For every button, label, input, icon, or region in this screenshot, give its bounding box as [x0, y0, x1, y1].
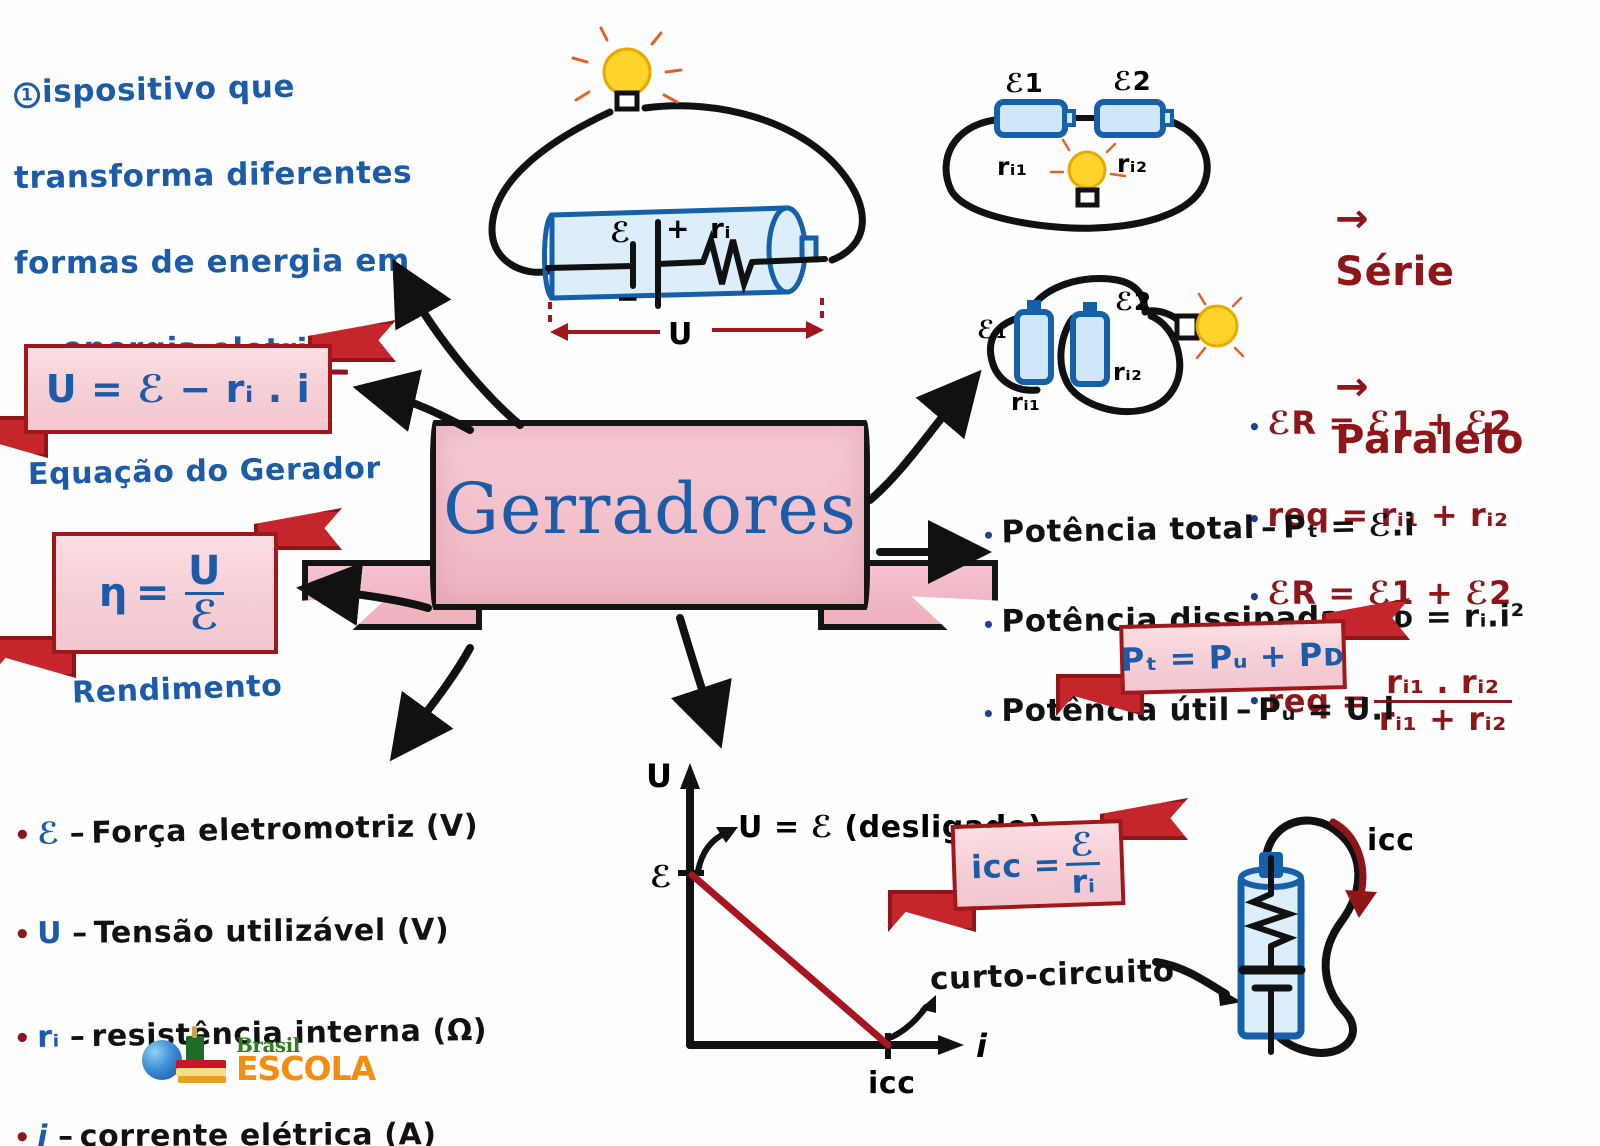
- parallel-emf1-label: ℰ₁: [977, 315, 1007, 344]
- series-emf1-label: ℰ1: [1005, 69, 1043, 99]
- arrow-to-shorted-battery: [1152, 958, 1242, 1006]
- logo-brand-top: Brasil: [236, 1033, 300, 1057]
- efficiency-ribbon: η = U ℰ: [0, 508, 342, 678]
- icc-fraction: ℰ rᵢ: [1065, 825, 1102, 900]
- chart-series-line: [688, 871, 892, 1049]
- short-circuit-wire: [1263, 816, 1363, 1057]
- internal-resistance-label: rᵢ: [710, 212, 731, 245]
- series-emf-equation: •ℰR = ℰ1 + ℰ2: [1248, 403, 1512, 442]
- efficiency-fraction: U ℰ: [183, 550, 226, 637]
- x-axis-arrowhead: [938, 1035, 964, 1055]
- internal-schematic: [1238, 855, 1306, 1055]
- shorted-battery-diagram: icc: [1237, 816, 1415, 1057]
- series-text-block: → Série •ℰR = ℰ1 + ℰ2 •req = rᵢ₁ + rᵢ₂: [1248, 98, 1512, 579]
- legend-item: • U – Tensão utilizável (V): [13, 912, 450, 952]
- series-r2-label: rᵢ₂: [1117, 149, 1148, 178]
- chart-ylabel: U: [646, 757, 673, 795]
- logo-brand-bottom: ESCOLA: [236, 1049, 376, 1089]
- center-banner-body: [430, 420, 870, 610]
- parallel-wire-loop: [1057, 312, 1184, 416]
- voltage-label: U: [668, 317, 693, 352]
- y-axis-arrowhead: [680, 763, 700, 789]
- voltage-dimension: [548, 298, 824, 341]
- short-circuit-caption: curto-circuito: [929, 952, 1176, 998]
- power-total-ribbon: Pₜ = Pᵤ + Pᴅ: [1056, 598, 1410, 716]
- efficiency-formula: η = U ℰ: [52, 532, 278, 654]
- chart-bottom-annotation-arrow: [889, 1004, 929, 1040]
- short-circuit-formula: icc = ℰ rᵢ: [950, 819, 1126, 911]
- parallel-r1-label: rᵢ₁: [1011, 388, 1040, 416]
- wire-left: [488, 108, 614, 276]
- arrow-to-equation: [352, 369, 474, 434]
- plus-sign: +: [666, 212, 690, 245]
- parallel-wire-left: [986, 312, 1041, 394]
- parallel-wire-top: [1027, 274, 1149, 316]
- series-r1-label: rᵢ₁: [997, 152, 1028, 181]
- logo-wordmark: Brasil ESCOLA: [236, 1033, 376, 1089]
- generator-equation-ribbon: U = ℰ − rᵢ . i: [0, 320, 396, 458]
- generator-circuit-diagram: ℰ + − rᵢ U: [488, 26, 866, 352]
- series-lamp-icon: [1049, 138, 1127, 208]
- chart-top-arrowhead: [716, 827, 738, 843]
- parallel-req-fraction: rᵢ₁ . rᵢ₂ rᵢ₁ + rᵢ₂: [1373, 665, 1512, 736]
- arrow-to-graph: [670, 614, 732, 749]
- series-resistance-equation: •req = rᵢ₁ + rᵢ₂: [1248, 496, 1509, 535]
- symbol-legend-list: • ℰ – Força eletromotriz (V) • U – Tensã…: [14, 768, 554, 1146]
- page-title: Gerradores: [443, 468, 857, 550]
- legend-item: • ℰ – Força eletromotriz (V): [13, 808, 479, 852]
- parallel-text-block: → Paralelo •ℰR = ℰ1 + ℰ2 • req = rᵢ₁ . r…: [1248, 266, 1524, 778]
- parallel-lamp-icon: [1174, 292, 1245, 360]
- arrow-to-legend: [389, 644, 474, 762]
- battery-2: [1094, 99, 1174, 138]
- chart-xlabel: i: [976, 1027, 988, 1065]
- wire-right: [641, 102, 866, 264]
- series-heading: → Série: [1335, 196, 1455, 295]
- icc-arrowhead: [1345, 890, 1377, 918]
- series-circuit-diagram: ℰ1 ℰ2 rᵢ₁ rᵢ₂: [942, 67, 1211, 232]
- series-wire: [942, 114, 1211, 232]
- arrow-to-efficiency: [296, 562, 432, 626]
- brasil-escola-logo: Brasil ESCOLA: [142, 1026, 376, 1089]
- battery-1: [994, 99, 1076, 138]
- short-circuit-ribbon: icc = ℰ rᵢ: [888, 798, 1188, 932]
- chart-x-tick-label: icc: [868, 1066, 916, 1101]
- series-emf2-label: ℰ2: [1113, 67, 1151, 97]
- books-icon: [172, 1026, 230, 1084]
- legend-item: • i – corrente elétrica (A): [13, 1116, 437, 1146]
- parallel-circuit-diagram: ℰ₁ ℰ2 rᵢ₁ rᵢ₂: [977, 274, 1245, 416]
- parallel-heading: → Paralelo: [1335, 364, 1524, 463]
- parallel-battery-1: [1014, 300, 1054, 385]
- generator-equation-formula: U = ℰ − rᵢ . i: [24, 344, 332, 434]
- arrow-to-circuit: [392, 259, 524, 429]
- minus-sign: −: [616, 282, 640, 315]
- series-arrow-icon: →: [1335, 196, 1370, 243]
- globe-icon: [142, 1040, 182, 1081]
- lamp-icon: [571, 26, 683, 112]
- arrow-to-parallel: [866, 369, 982, 504]
- parallel-emf2-label: ℰ2: [1115, 287, 1152, 316]
- parallel-battery-2: [1070, 302, 1110, 387]
- emf-label: ℰ: [610, 216, 631, 249]
- parallel-r2-label: rᵢ₂: [1113, 358, 1142, 386]
- chart-y-tick-label: ℰ: [650, 860, 673, 895]
- chart-top-annotation-arrow: [695, 830, 729, 874]
- battery-schematic: [545, 219, 828, 309]
- chart-bottom-arrowhead: [920, 995, 936, 1013]
- icc-current-arrow: [1329, 818, 1367, 898]
- icc-label: icc: [1367, 823, 1415, 858]
- power-total-formula: Pₜ = Pᵤ + Pᴅ: [1119, 619, 1347, 695]
- parallel-arrow-icon: →: [1335, 364, 1370, 411]
- parallel-resistance-equation: • req = rᵢ₁ . rᵢ₂ rᵢ₁ + rᵢ₂: [1248, 665, 1524, 736]
